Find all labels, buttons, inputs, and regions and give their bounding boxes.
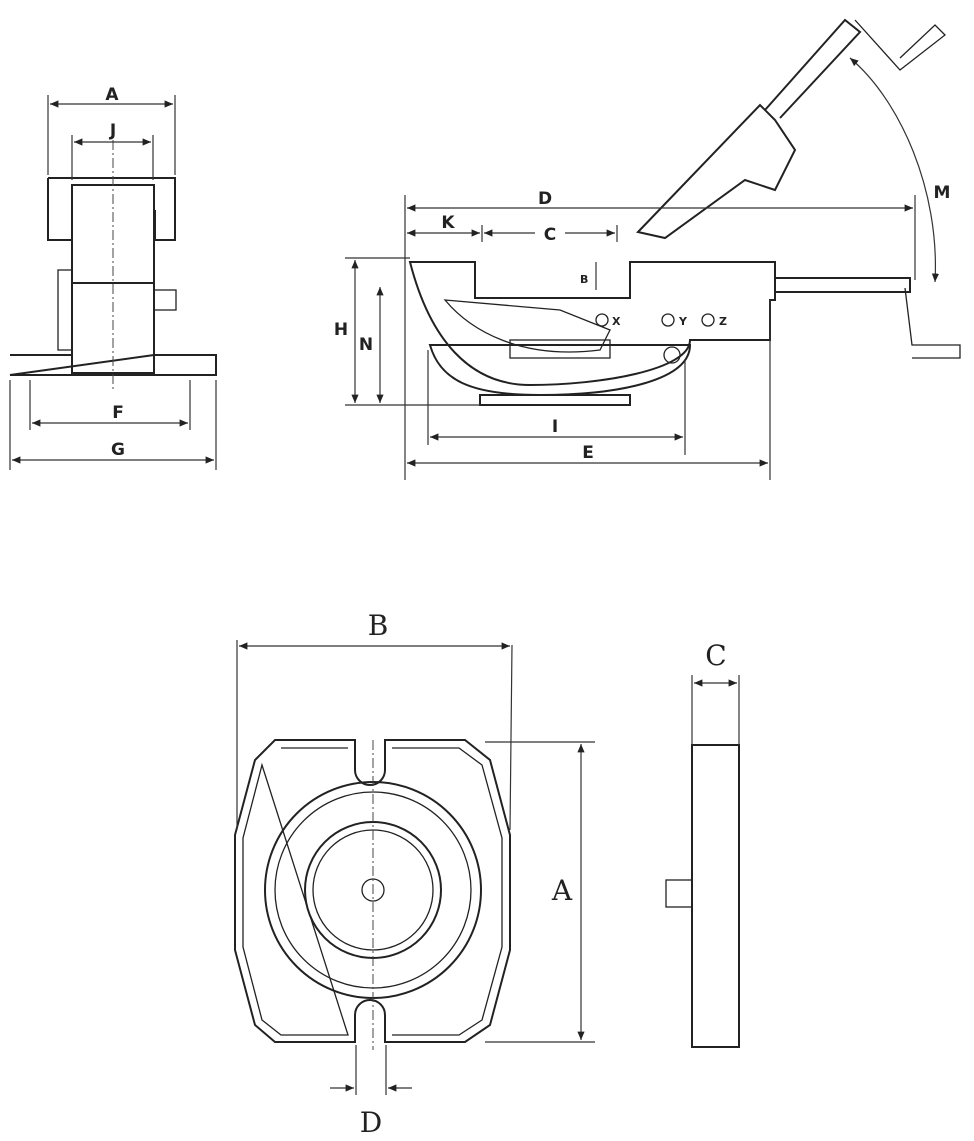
dim-label-m: M: [934, 183, 951, 203]
dim-label-k: K: [441, 213, 455, 233]
dim-label-e: E: [582, 443, 594, 463]
dim-label-j: J: [109, 121, 116, 141]
dim-label-a: A: [105, 85, 119, 105]
dim-label-g: G: [111, 440, 125, 460]
dim-label-b: B: [580, 273, 588, 286]
dim-label-d: D: [538, 189, 552, 209]
axis-label-x: X: [612, 315, 621, 328]
base-side-view: C: [665, 639, 740, 1048]
front-view: A J F G: [9, 85, 217, 470]
dim-label-n: N: [359, 335, 373, 355]
axis-label-y: Y: [678, 315, 688, 328]
side-view: X Y Z D K C B H N I E M: [334, 18, 961, 480]
dim-label-i: I: [552, 417, 558, 437]
axis-label-z: Z: [719, 315, 727, 328]
dim-label-c: C: [705, 639, 726, 672]
dim-label-d: D: [360, 1106, 382, 1139]
dim-label-f: F: [112, 403, 124, 423]
dim-label-b: B: [368, 609, 389, 642]
dim-label-h: H: [334, 320, 348, 340]
base-plan-view: B A D: [234, 609, 595, 1139]
dim-label-c: C: [544, 225, 556, 245]
dim-label-a: A: [551, 874, 573, 907]
